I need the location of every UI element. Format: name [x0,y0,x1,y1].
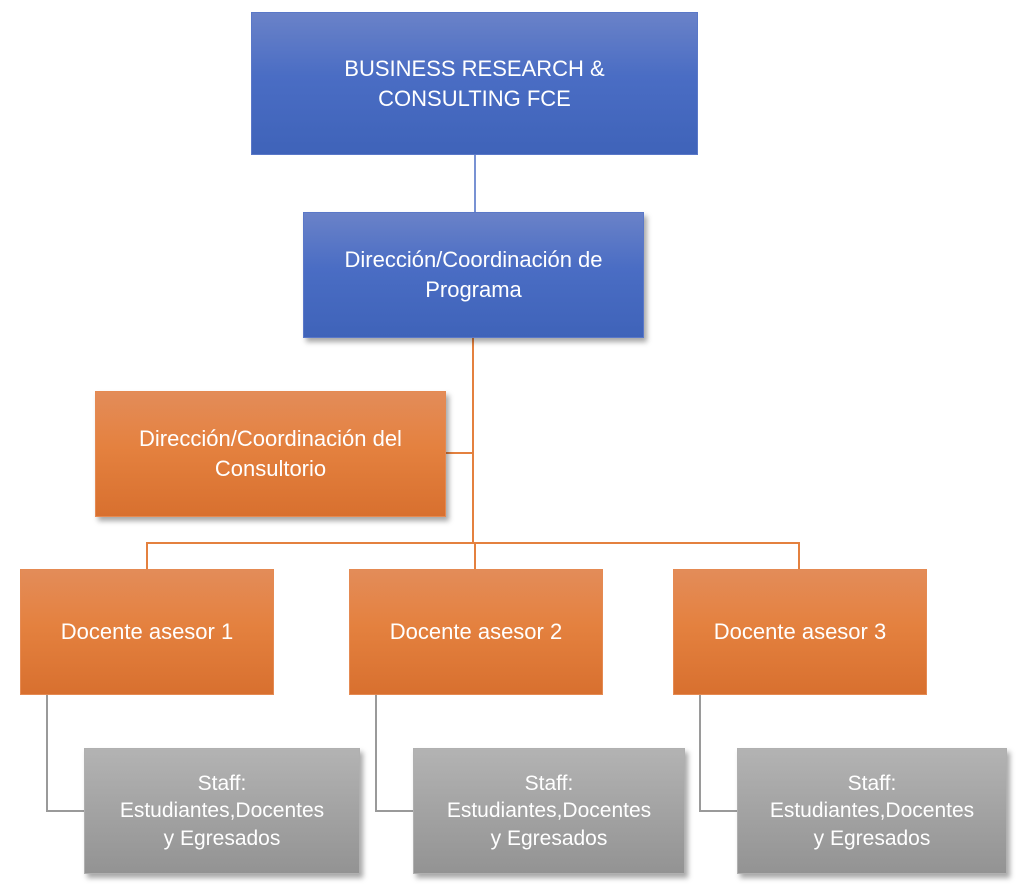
connector-advisor-2-to-staff [375,695,413,812]
advisor-2-label: Docente asesor 2 [389,619,563,645]
staff-3-line-3: y Egresados [813,826,931,850]
node-consultory-direction: Dirección/Coordinación del Consultorio [95,391,446,517]
node-program-line-1: Dirección/Coordinación de [344,247,603,273]
staff-3-line-2: Estudiantes,Docentes [769,799,975,823]
node-business-research-consulting: BUSINESS RESEARCH & CONSULTING FCE [251,12,698,155]
node-staff-1: Staff: Estudiantes,Docentes y Egresados [84,748,360,874]
node-advisor-3: Docente asesor 3 [673,569,927,695]
staff-2-line-1: Staff: [524,772,574,796]
advisor-1-label: Docente asesor 1 [60,619,234,645]
advisor-3-label: Docente asesor 3 [713,619,887,645]
staff-1-line-1: Staff: [197,772,247,796]
node-staff-2: Staff: Estudiantes,Docentes y Egresados [413,748,685,874]
node-root-line-1: BUSINESS RESEARCH & [344,55,605,81]
staff-1-line-3: y Egresados [163,826,281,850]
staff-1-line-2: Estudiantes,Docentes [119,799,325,823]
node-program-direction: Dirección/Coordinación de Programa [303,212,644,338]
connector-advisor-3-to-staff [699,695,737,812]
node-consultory-line-2: Consultorio [214,456,327,481]
node-advisor-1: Docente asesor 1 [20,569,274,695]
node-consultory-line-1: Dirección/Coordinación del [139,426,402,452]
node-advisor-2: Docente asesor 2 [349,569,603,695]
staff-2-line-2: Estudiantes,Docentes [446,799,652,823]
node-root-line-2: CONSULTING FCE [378,85,571,111]
staff-2-line-3: y Egresados [490,826,608,850]
node-staff-3: Staff: Estudiantes,Docentes y Egresados [737,748,1007,874]
connector-advisor-1-to-staff [46,695,84,812]
node-program-line-2: Programa [425,277,522,302]
staff-3-line-1: Staff: [847,772,897,796]
